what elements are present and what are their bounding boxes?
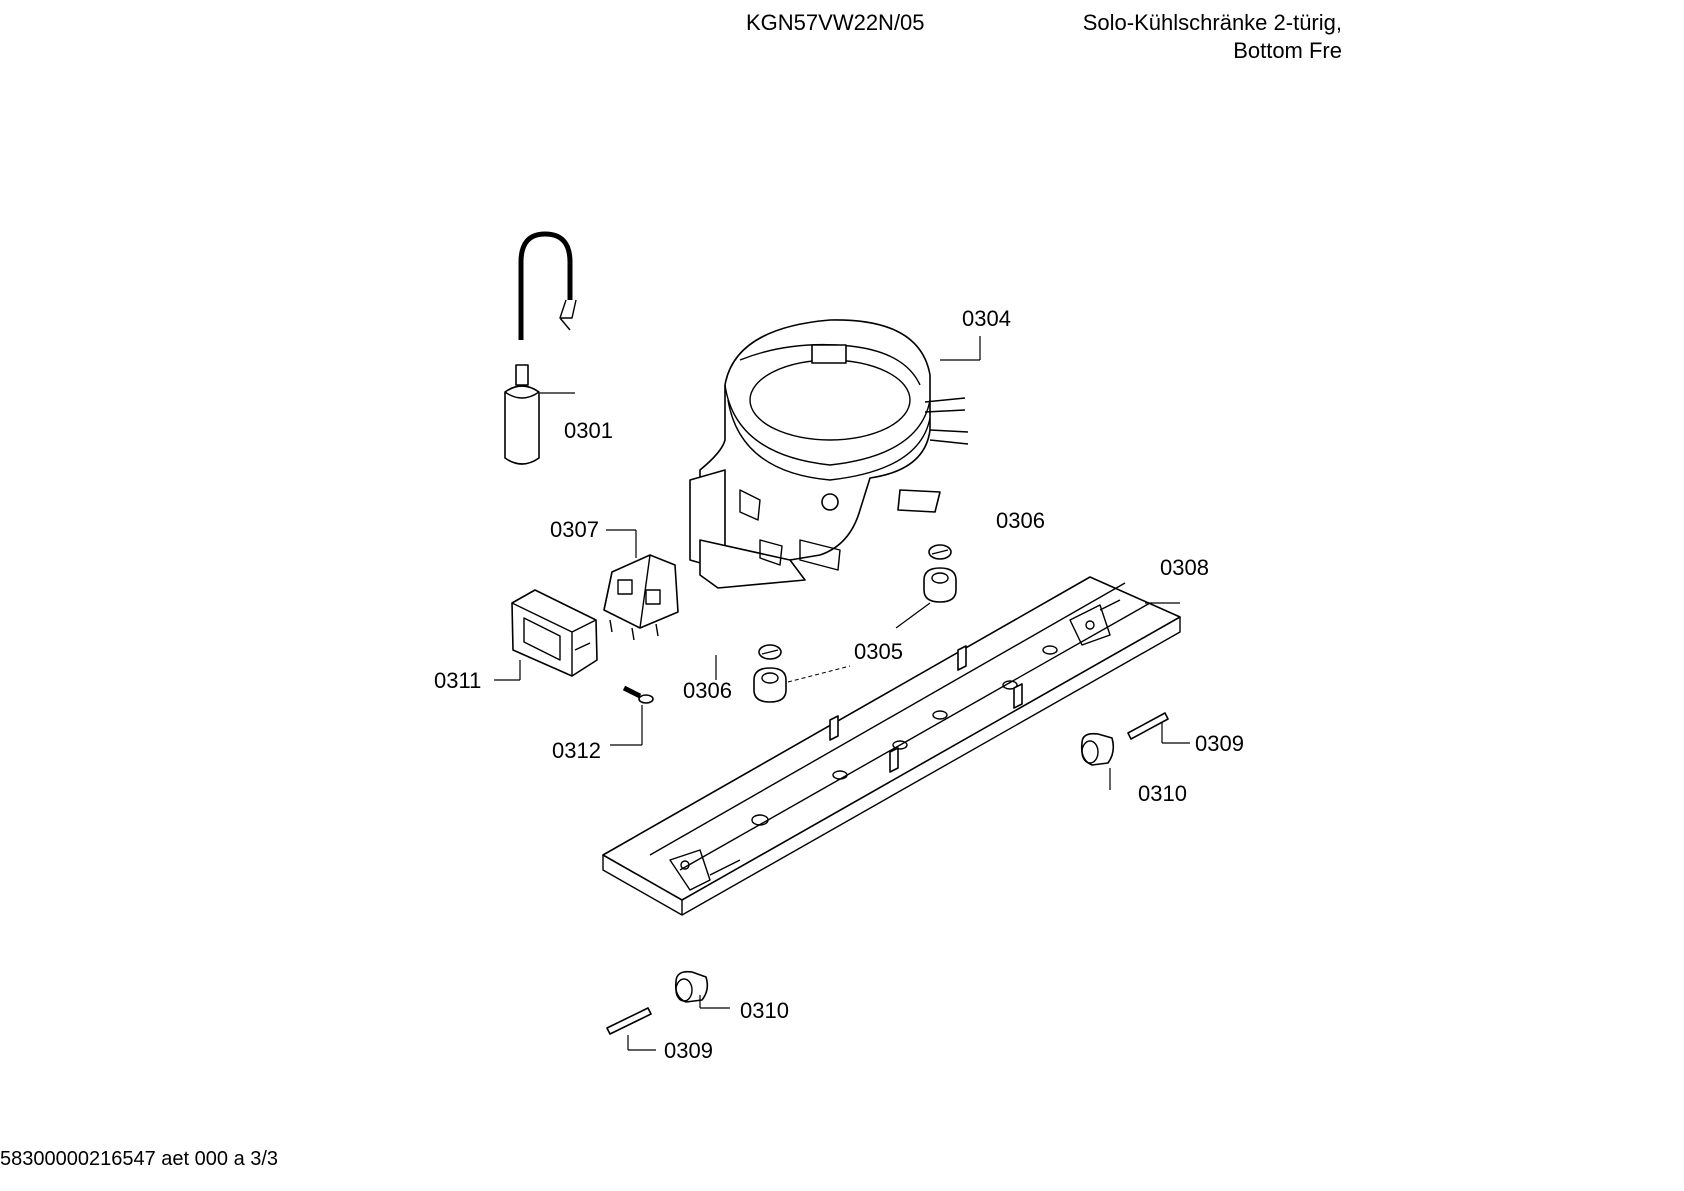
callout-0309-right: 0309: [1195, 731, 1244, 756]
callout-0301: 0301: [564, 418, 613, 443]
part-0301-capacitor: [504, 231, 577, 465]
document-reference: 58300000216547 aet 000 a 3/3: [0, 1148, 279, 1170]
callout-0312: 0312: [552, 738, 601, 763]
part-0310-sleeve-bottom: [674, 970, 709, 1003]
part-0312-screw: [622, 685, 654, 704]
part-0305-grommet-right: [923, 567, 957, 603]
part-0305-grommet-left: [753, 667, 787, 703]
callout-0306-upper: 0306: [996, 508, 1045, 533]
part-0309-pin-right: [1127, 712, 1169, 740]
part-0308-base-rail: [602, 576, 1181, 916]
callout-0308: 0308: [1160, 555, 1209, 580]
callout-0311: 0311: [434, 668, 481, 693]
callout-0306-lower: 0306: [683, 678, 732, 703]
callout-0307: 0307: [550, 517, 599, 542]
model-number: KGN57VW22N/05: [746, 10, 925, 35]
appliance-description-line2: Bottom Fre: [1233, 38, 1342, 60]
callout-0310-right: 0310: [1138, 781, 1187, 806]
callout-0305: 0305: [854, 639, 903, 664]
part-0306-clip-right: [928, 544, 952, 560]
part-0309-pin-bottom: [606, 1007, 652, 1035]
part-0304-compressor: [689, 319, 969, 589]
appliance-description-line1: Solo-Kühlschränke 2-türig,: [1082, 10, 1342, 35]
part-0307-relay: [603, 554, 679, 641]
callout-0309-bottom: 0309: [664, 1038, 713, 1063]
part-0310-sleeve-right: [1080, 732, 1115, 766]
callout-0310-bottom: 0310: [740, 998, 789, 1023]
part-0306-clip-left: [758, 644, 782, 660]
callout-0304: 0304: [962, 306, 1011, 331]
part-0311-cover: [511, 589, 598, 677]
